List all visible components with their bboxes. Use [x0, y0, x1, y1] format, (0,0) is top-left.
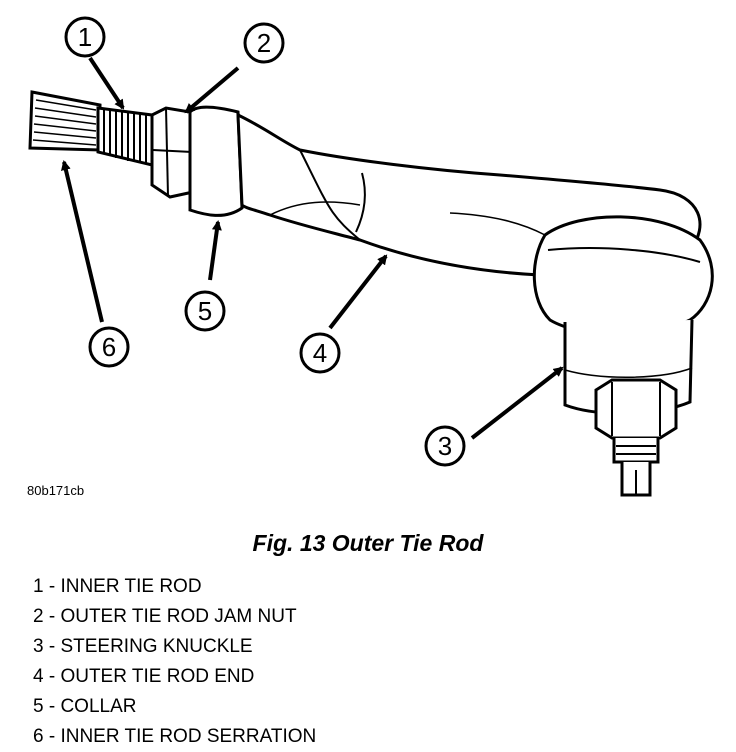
figure-title: Fig. 13 Outer Tie Rod	[252, 530, 484, 556]
callout-6: 6	[88, 326, 130, 368]
callout-number: 2	[257, 28, 271, 58]
inner-tie-rod-serration	[28, 90, 102, 152]
callout-2: 2	[243, 22, 285, 64]
callout-arrows	[60, 56, 564, 440]
callout-number: 6	[102, 332, 116, 362]
arrow-6	[60, 160, 104, 323]
legend-item: 4 - OUTER TIE ROD END	[33, 666, 255, 687]
legend-list: 1 - INNER TIE ROD 2 - OUTER TIE ROD JAM …	[33, 572, 316, 752]
callout-number: 4	[313, 338, 327, 368]
callout-number: 1	[78, 22, 92, 52]
legend-item: 6 - INNER TIE ROD SERRATION	[33, 726, 317, 747]
jam-nut	[150, 106, 195, 199]
arrow-5	[208, 220, 222, 281]
callout-number: 3	[438, 431, 452, 461]
callout-5: 5	[184, 290, 226, 332]
arrow-3	[470, 366, 564, 440]
arrow-2	[184, 66, 240, 114]
callout-4: 4	[299, 332, 341, 374]
arrow-4	[328, 254, 388, 330]
legend-item: 1 - INNER TIE ROD	[33, 576, 202, 597]
arrow-1	[88, 56, 125, 110]
callout-3: 3	[424, 425, 466, 467]
ball-stud	[594, 378, 678, 497]
legend-item: 2 - OUTER TIE ROD JAM NUT	[33, 606, 297, 627]
legend-item: 3 - STEERING KNUCKLE	[33, 636, 253, 657]
legend-item: 5 - COLLAR	[33, 696, 137, 717]
inner-tie-rod-thread	[96, 106, 154, 167]
figure-code: 80b171cb	[27, 483, 85, 498]
tie-rod-diagram: 1 2 3 4 5 6	[28, 16, 714, 497]
callout-number: 5	[198, 296, 212, 326]
callout-1: 1	[64, 16, 106, 58]
